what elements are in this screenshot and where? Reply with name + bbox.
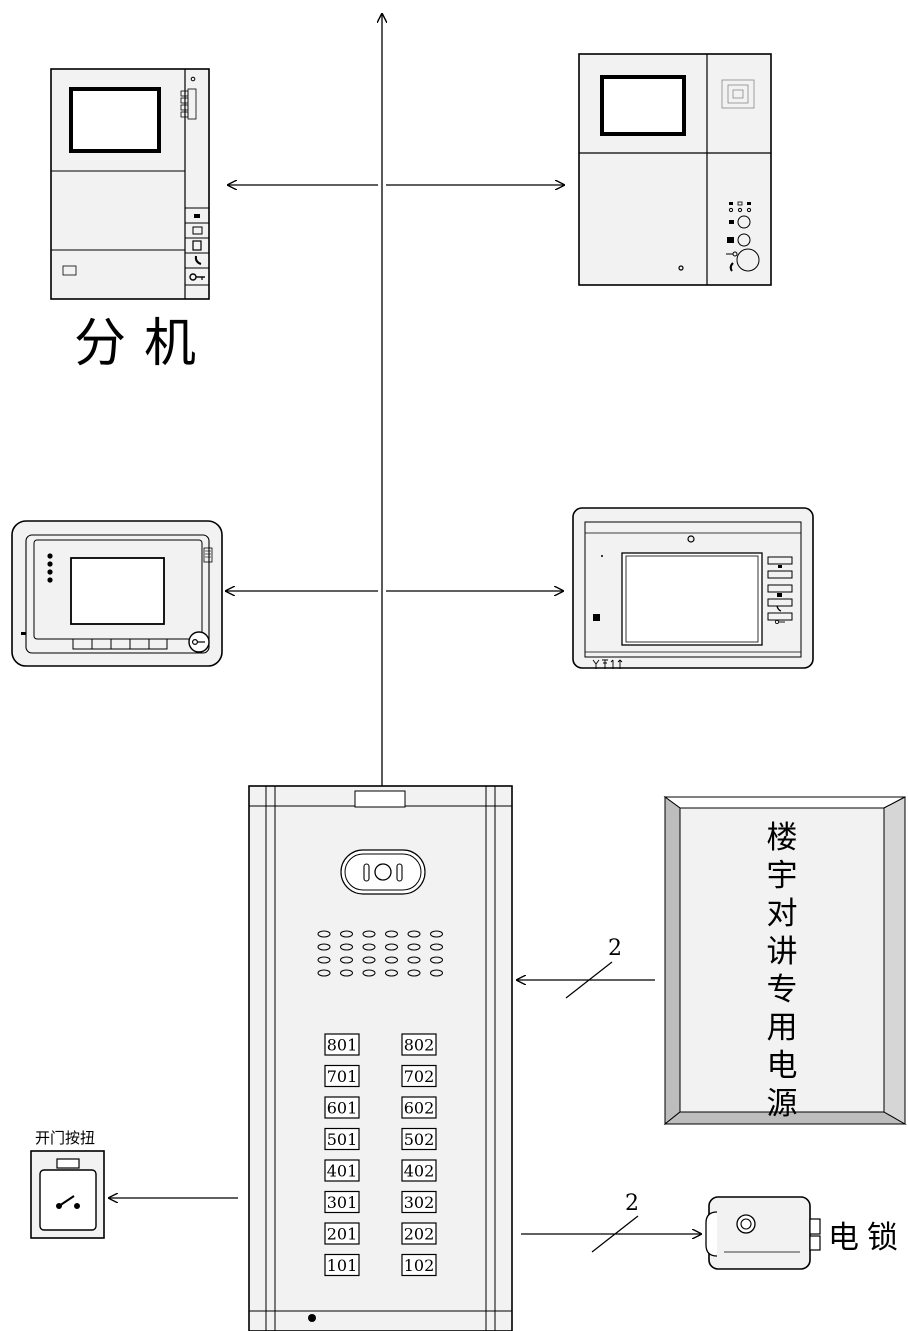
person-icon — [729, 220, 734, 224]
room-button — [401, 1190, 437, 1214]
room-number-label: 802 — [404, 1036, 435, 1055]
power-supply-label: 楼宇对讲专用电源 — [767, 820, 798, 1122]
electric-lock-label: 电锁 — [828, 1220, 906, 1256]
power-supply-box: 楼宇对讲专用电源 — [663, 796, 907, 1126]
room-button — [401, 1096, 437, 1119]
message-icon — [192, 226, 203, 235]
room-number-label: 702 — [404, 1067, 435, 1086]
room-button — [401, 1222, 437, 1245]
room-button — [324, 1096, 360, 1119]
power-wire-count: 2 — [608, 936, 622, 961]
room-number-label: 402 — [404, 1162, 435, 1181]
room-number-label: 601 — [327, 1099, 358, 1118]
room-button — [324, 1064, 360, 1088]
room-button-grid: 801 802 701 702 601 602 501 502 401 402 301 302 201 2… — [324, 1033, 437, 1277]
room-button — [401, 1033, 437, 1056]
key-icon — [726, 251, 738, 257]
camera-icon — [340, 849, 426, 895]
room-number-label: 101 — [327, 1256, 358, 1275]
phone-icon — [729, 262, 734, 272]
room-button — [401, 1253, 437, 1277]
room-number-label: 202 — [404, 1225, 435, 1244]
room-button — [401, 1064, 437, 1088]
room-button — [324, 1222, 360, 1245]
room-number-label: 602 — [404, 1099, 435, 1118]
room-number-label: 201 — [327, 1225, 358, 1244]
monitor-icon — [192, 240, 202, 251]
room-number-label: 401 — [327, 1162, 358, 1181]
indoor-unit-label: 分机 — [74, 314, 214, 374]
person-icon — [194, 214, 200, 218]
screen-middle-right — [621, 552, 763, 646]
message-icon — [777, 593, 782, 597]
room-button — [401, 1127, 437, 1151]
room-button — [324, 1159, 360, 1182]
speaker-grille-icon — [317, 930, 443, 977]
switch-icon — [56, 1195, 80, 1209]
indoor-unit-top-right — [578, 53, 772, 286]
electric-lock-device — [705, 1196, 821, 1270]
lock-wire-count: 2 — [625, 1191, 639, 1216]
room-number-label: 502 — [404, 1130, 435, 1149]
indoor-unit-middle-right — [572, 507, 814, 669]
lock-cylinder-icon — [736, 1214, 756, 1234]
room-number-label: 302 — [404, 1193, 435, 1212]
indoor-unit-middle-left — [11, 520, 223, 667]
room-number-label: 102 — [404, 1256, 435, 1275]
terminal-icons — [592, 659, 623, 669]
speaker-grille-icon — [203, 547, 213, 563]
phone-icon — [194, 255, 202, 265]
exit-button-label: 开门按扭 — [35, 1129, 95, 1147]
room-button — [324, 1127, 360, 1151]
screen-top-right — [600, 75, 686, 136]
screen-middle-left — [70, 557, 165, 625]
room-button — [401, 1159, 437, 1182]
speaker-grille-icon — [721, 79, 755, 109]
screen-top-left — [69, 87, 161, 153]
door-station-panel: 801 802 701 702 601 602 501 502 401 402 301 302 201 2… — [248, 785, 513, 1331]
exit-button-device: 开门按扭 — [30, 1129, 105, 1239]
room-button — [324, 1253, 360, 1277]
room-button — [324, 1033, 360, 1056]
phone-icon — [776, 605, 782, 612]
speaker-grille-icon — [62, 265, 77, 276]
key-icon — [189, 273, 205, 281]
person-icon — [778, 565, 782, 568]
key-icon — [188, 631, 210, 653]
monitor-icon — [727, 237, 734, 243]
room-number-label: 801 — [327, 1036, 358, 1055]
key-icon — [775, 620, 785, 625]
room-number-label: 701 — [327, 1067, 358, 1086]
room-number-label: 501 — [327, 1130, 358, 1149]
indoor-unit-top-left — [50, 68, 210, 300]
room-button — [324, 1190, 360, 1214]
room-number-label: 301 — [327, 1193, 358, 1212]
